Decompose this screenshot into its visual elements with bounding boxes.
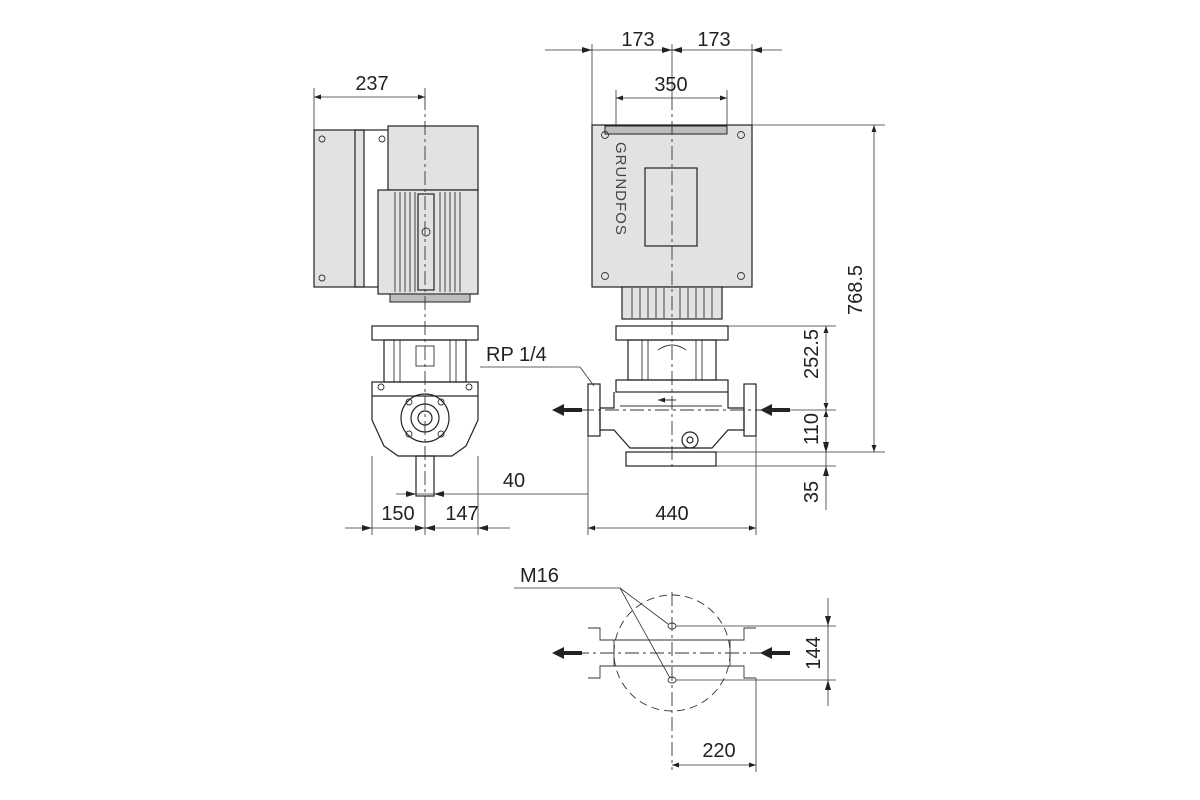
side-terminal-box — [313, 129, 396, 288]
dim-label-350: 350 — [654, 74, 687, 96]
dim-label-440: 440 — [655, 503, 688, 525]
dim-front-top: 173 173 — [545, 29, 782, 125]
dim-label-35: 35 — [801, 481, 823, 503]
rp-label-group: RP 1/4 — [480, 344, 595, 387]
side-view — [313, 96, 479, 500]
dim-label-144: 144 — [803, 636, 825, 669]
dim-label-252-5: 252.5 — [801, 329, 823, 379]
dim-label-110: 110 — [801, 413, 823, 445]
dim-side-width-top: 237 — [313, 73, 426, 130]
dim-front-length: 440 — [587, 436, 757, 535]
dim-offset: 40 — [396, 470, 588, 497]
dim-label-147: 147 — [445, 503, 478, 525]
dim-front-width: 350 — [615, 74, 728, 125]
plan-inlet-flange — [729, 627, 756, 679]
front-view: GRUNDFOS — [552, 96, 790, 470]
side-motor-head — [387, 125, 479, 191]
dim-vertical-right: 768.5 252.5 110 35 — [716, 124, 885, 510]
dim-plan-vertical: 144 — [676, 598, 836, 706]
dim-plan-horizontal: 220 — [672, 678, 757, 772]
dim-label-237: 237 — [355, 73, 388, 95]
plan-view — [552, 592, 790, 770]
rp-label: RP 1/4 — [486, 344, 547, 366]
dim-label-173-right: 173 — [697, 29, 730, 51]
m16-label-group: M16 — [514, 565, 671, 679]
dim-bottom-left: 150 147 — [345, 456, 510, 535]
m16-label: M16 — [520, 565, 559, 587]
brand-label: GRUNDFOS — [612, 142, 629, 236]
plan-outlet-flange — [588, 627, 615, 679]
side-motor-body — [377, 189, 479, 303]
front-outlet-arrow-icon — [552, 404, 582, 416]
dim-label-173-left: 173 — [621, 29, 654, 51]
plan-inlet-arrow-icon — [760, 647, 790, 659]
dim-label-150: 150 — [381, 503, 414, 525]
plan-outlet-arrow-icon — [552, 647, 582, 659]
dim-label-220: 220 — [702, 740, 735, 762]
dim-label-40: 40 — [503, 470, 525, 492]
dim-label-768-5: 768.5 — [845, 265, 867, 315]
